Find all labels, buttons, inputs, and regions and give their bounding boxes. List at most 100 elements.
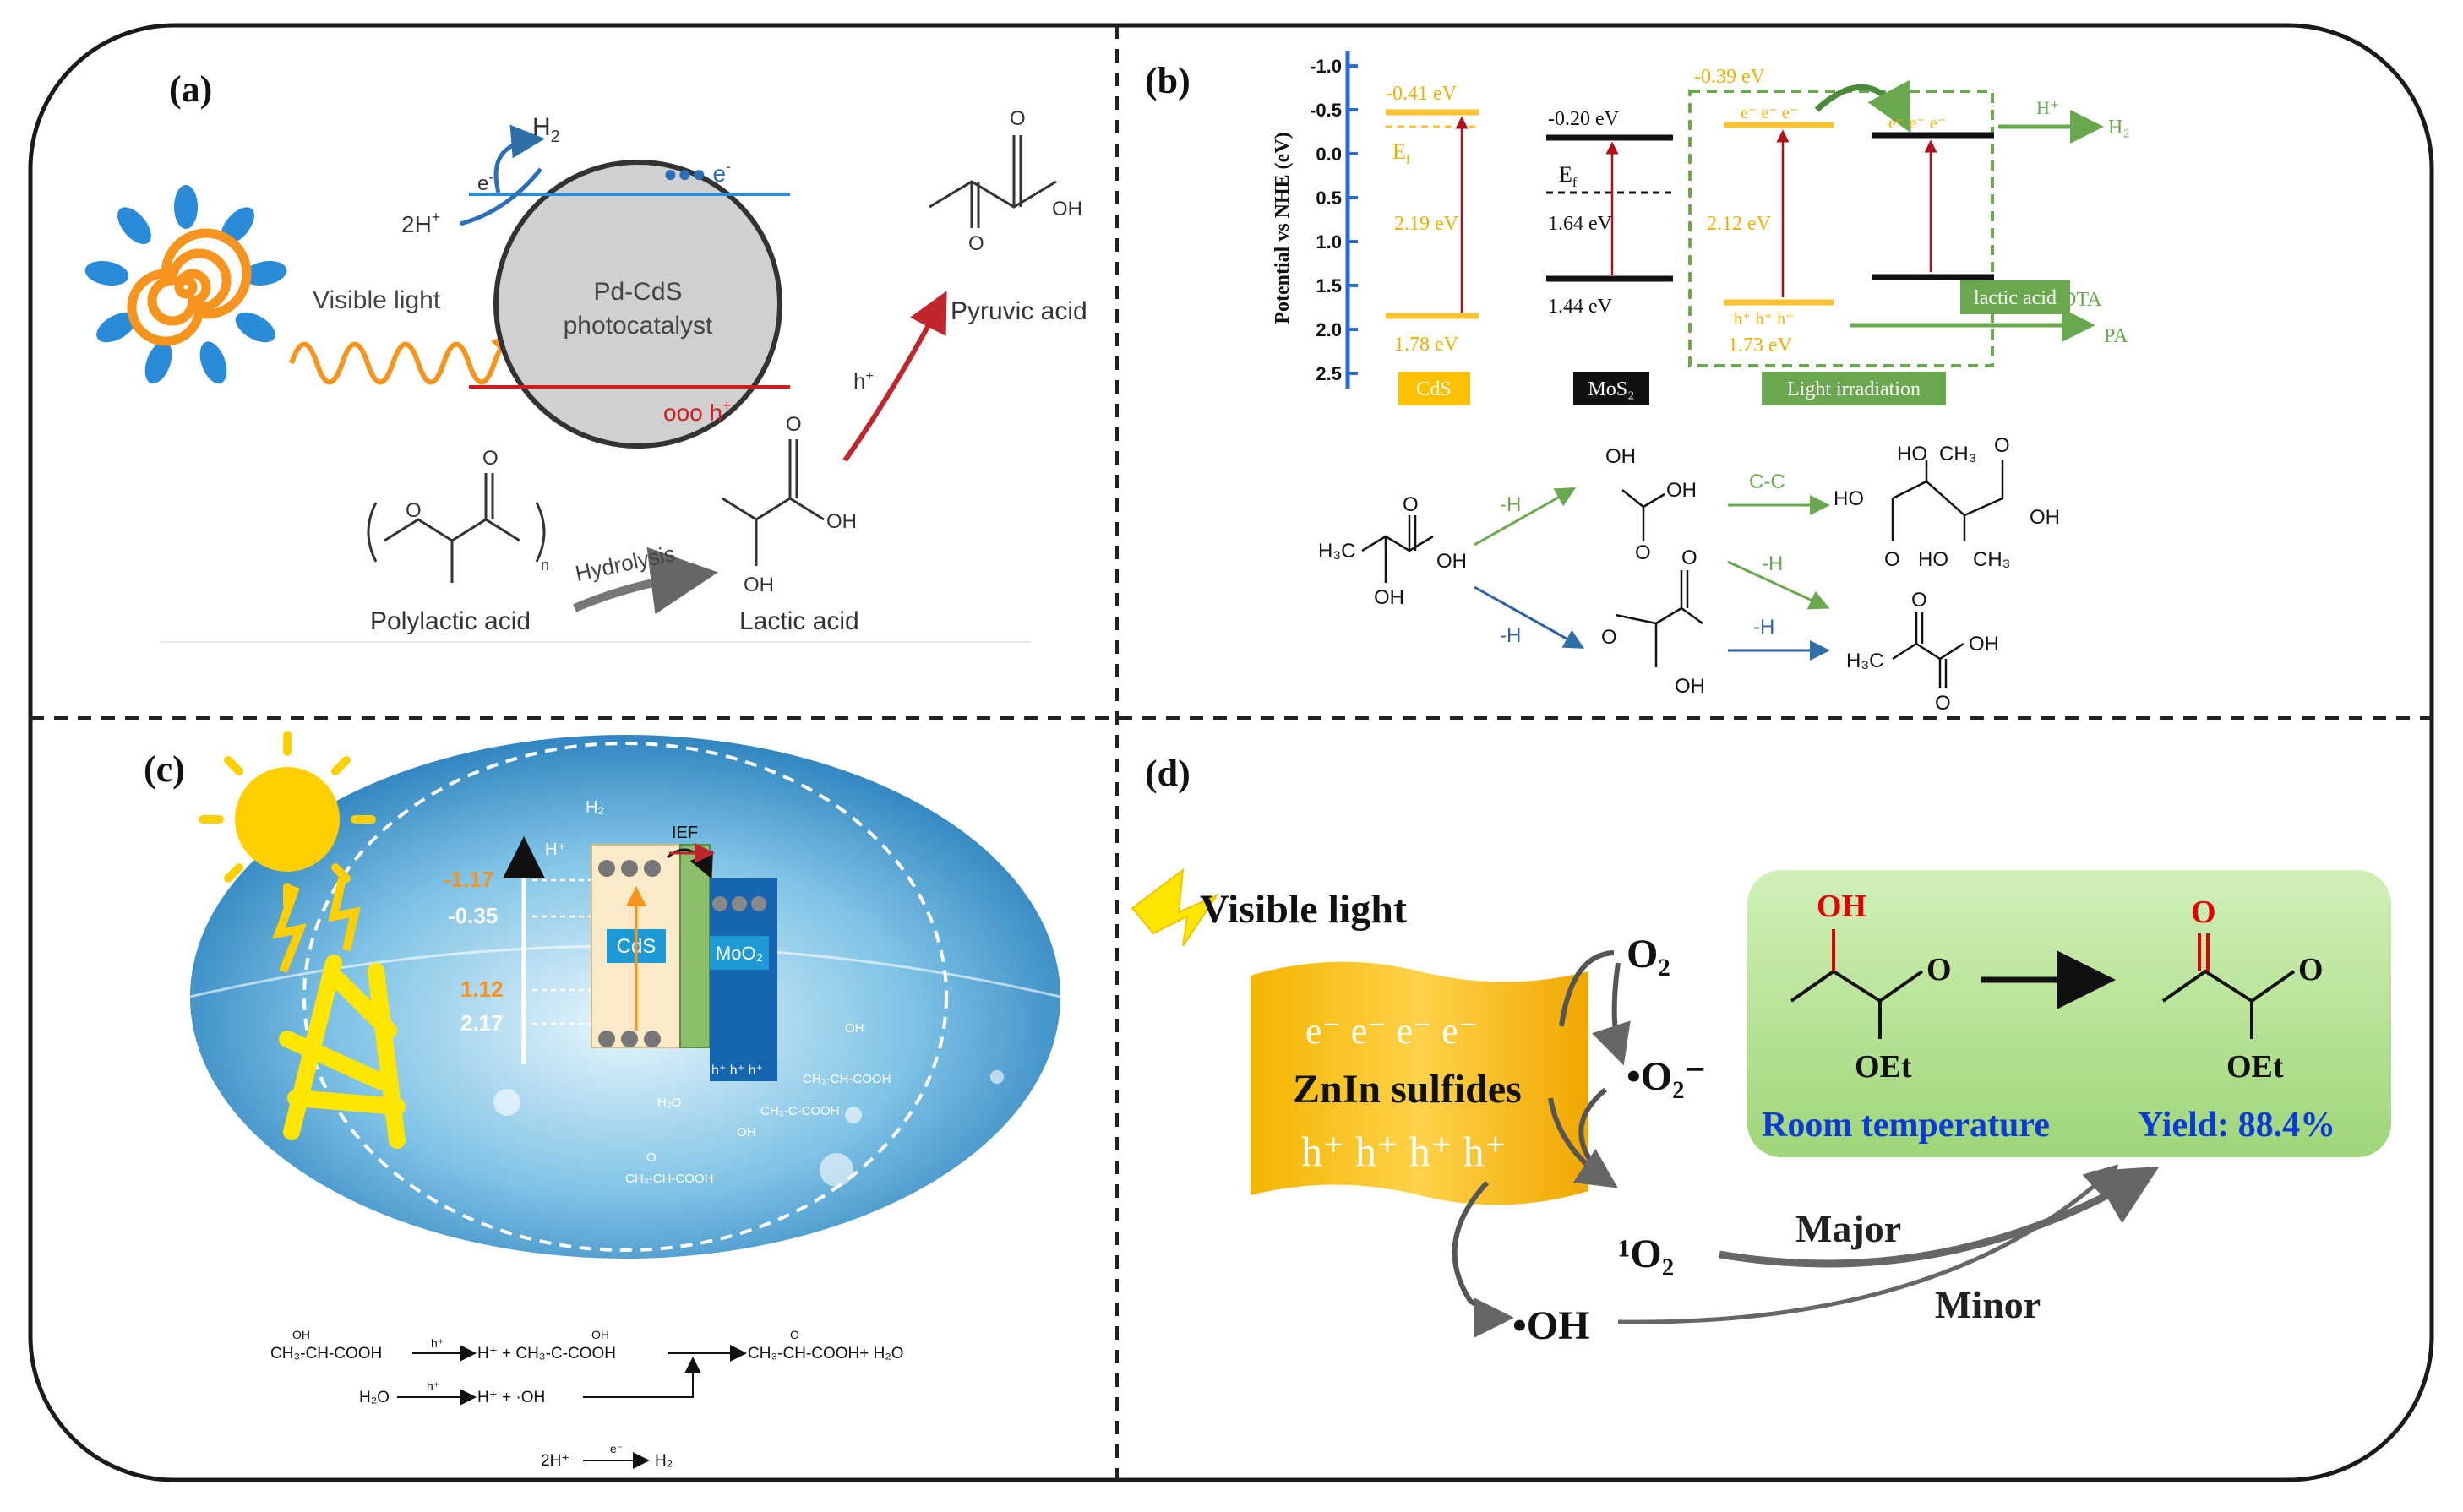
eq3-reactant: 2H⁺ bbox=[541, 1452, 569, 1470]
eq2-h: h⁺ bbox=[427, 1379, 439, 1393]
lactic-oh: OH bbox=[826, 510, 857, 533]
reaction-scheme: H₃C O OH OH -H -H OH OH O O O OH C-C -H … bbox=[1318, 434, 2060, 715]
pa-label: PA bbox=[2104, 325, 2128, 347]
green-minus-h-2: -H bbox=[1762, 552, 1783, 575]
el-oh: OH bbox=[1817, 889, 1866, 924]
eq3-e: e⁻ bbox=[610, 1442, 623, 1455]
cb-electrons: ●●● e- bbox=[663, 158, 731, 187]
comp-vb-label: 1.73 eV bbox=[1728, 334, 1793, 356]
minor-label: Minor bbox=[1935, 1283, 2041, 1326]
eq1-product: CH₃-CH-COOH+ H₂O bbox=[748, 1345, 904, 1362]
moo2-block bbox=[710, 878, 777, 1081]
pa-o-top: O bbox=[1911, 589, 1927, 612]
level-vb-cds: 1.12 bbox=[460, 976, 504, 1002]
blue-minus-h-2: -H bbox=[1753, 616, 1774, 639]
minor-arrow bbox=[1617, 1164, 2119, 1324]
moo2-electrons bbox=[712, 896, 766, 911]
comp-cb-label: -0.39 eV bbox=[1694, 66, 1766, 88]
eq2-reactant: H₂O bbox=[359, 1389, 390, 1406]
c-h2o: H₂O bbox=[657, 1096, 681, 1110]
lactic-acid-box bbox=[1960, 280, 2070, 314]
b-h2: H₂ bbox=[2108, 117, 2130, 139]
y-tick-label: 0.0 bbox=[1316, 144, 1342, 165]
major-label: Major bbox=[1795, 1207, 1901, 1250]
y-tick-label: 1.5 bbox=[1316, 275, 1342, 296]
eq1-oh: OH bbox=[292, 1328, 310, 1341]
moo2-tag bbox=[710, 936, 769, 970]
y-tick-label: -1.0 bbox=[1310, 56, 1342, 77]
blue-h-arrow bbox=[1474, 585, 1585, 649]
pa-o-bottom: O bbox=[1935, 692, 1951, 715]
electron-arrow bbox=[493, 124, 545, 193]
radical2-o-top: O bbox=[1681, 547, 1697, 569]
radical1-oh: OH bbox=[1605, 445, 1636, 468]
visible-light-label-d: Visible light bbox=[1200, 887, 1407, 932]
pyruvic-acid-structure bbox=[929, 135, 1057, 228]
el-o: O bbox=[1926, 952, 1952, 987]
ep-o2: O bbox=[2298, 952, 2324, 987]
radical1-o: O bbox=[1635, 541, 1651, 564]
light-irradiation-label: Light irradiation bbox=[1787, 378, 1921, 400]
lightning-icon bbox=[1131, 867, 1219, 947]
lactic-o: O bbox=[786, 413, 802, 436]
lactate-oh: OH bbox=[1436, 550, 1467, 573]
c-equations: OH CH₃-CH-COOH h⁺ OH H⁺ + CH₃-C-COOH O C… bbox=[270, 1328, 904, 1470]
panel-b: (b) -1.0-0.50.00.51.01.52.02.5 Potential… bbox=[1145, 51, 2130, 715]
vb-holes: ooo h+ bbox=[663, 397, 732, 426]
pd-cds-sphere bbox=[493, 160, 782, 449]
b-h-plus: H⁺ bbox=[2036, 97, 2060, 118]
h2-evolution-arrow bbox=[460, 167, 542, 226]
nanorods bbox=[279, 955, 406, 1149]
c-molecules: OH CH₃-CH-COOH H₂O CH₃-C-COOH OH O CH₃-C… bbox=[625, 1021, 891, 1186]
c-h2: H₂ bbox=[586, 798, 604, 817]
lactic-acid-label: Lactic acid bbox=[739, 607, 859, 635]
pla-n: n bbox=[541, 557, 549, 574]
cds-cb-label: -0.41 eV bbox=[1386, 83, 1458, 105]
o2-to-superoxide bbox=[1592, 962, 1631, 1066]
outer-frame bbox=[28, 23, 2434, 1482]
panel-c: (c) -1.17 -0.35 bbox=[144, 731, 1061, 1470]
polylactic-acid-label: Polylactic acid bbox=[370, 607, 531, 635]
panel-c-label: (c) bbox=[144, 748, 185, 790]
pa-h3c: H₃C bbox=[1846, 650, 1883, 672]
cc-label: C-C bbox=[1749, 470, 1785, 493]
eq1-oh-2: OH bbox=[591, 1328, 609, 1341]
cds-box bbox=[1398, 372, 1470, 405]
comp-gap-label: 2.12 eV bbox=[1707, 213, 1772, 235]
holes-to-singlet bbox=[1548, 1097, 1618, 1188]
mos2-ef: Ef bbox=[1559, 162, 1578, 190]
mos2-box-label: MoS₂ bbox=[1588, 378, 1634, 400]
cds-ef: Ef bbox=[1392, 139, 1411, 167]
pla-o: O bbox=[406, 499, 422, 522]
electron-transfer-arrow bbox=[1814, 79, 1911, 133]
lactate-o: O bbox=[1403, 493, 1419, 516]
cds-gap-label: 2.19 eV bbox=[1394, 213, 1459, 235]
ethyl-pyruvate-structure bbox=[2161, 933, 2296, 1039]
c-mol2-oh: OH bbox=[737, 1125, 756, 1139]
dta-ch3-bottom: CH₃ bbox=[1973, 548, 2010, 571]
ethyl-lactate-structure bbox=[1790, 929, 1924, 1039]
comp-mos2-electrons: e⁻ e⁻ e⁻ bbox=[1888, 114, 1946, 133]
panel-a-label: (a) bbox=[169, 68, 212, 110]
d-o2: O₂ bbox=[1627, 932, 1670, 976]
d-holes: h⁺ h⁺ h⁺ h⁺ bbox=[1301, 1128, 1507, 1175]
pla-o-carbonyl: O bbox=[482, 447, 499, 470]
catalyst-name-line2: photocatalyst bbox=[564, 312, 713, 340]
green-minus-h: -H bbox=[1500, 493, 1521, 516]
panel-d: (d) Visible light e⁻ e⁻ e⁻ e⁻ ZnIn sulfi… bbox=[1131, 753, 2391, 1348]
dta-label: DTA bbox=[2062, 289, 2102, 311]
lactic-acid-structure bbox=[722, 439, 825, 566]
panel-d-label: (d) bbox=[1145, 753, 1191, 794]
radical2-o: O bbox=[1601, 626, 1617, 649]
green-h-arrow-2 bbox=[1727, 560, 1830, 610]
sun-icon-c bbox=[199, 731, 376, 973]
y-tick-label: 1.0 bbox=[1316, 231, 1342, 253]
light-irradiation-box bbox=[1762, 372, 1946, 405]
cds-box-label: CdS bbox=[1416, 378, 1451, 400]
moo2-holes: h⁺ h⁺ h⁺ bbox=[711, 1063, 763, 1078]
interface-block bbox=[679, 844, 711, 1048]
d-catalyst-label: ZnIn sulfides bbox=[1293, 1067, 1522, 1112]
hole-label: h+ bbox=[853, 368, 874, 394]
pyruvic-o-bottom: O bbox=[968, 232, 984, 255]
room-temperature-label: Room temperature bbox=[1762, 1106, 2050, 1145]
